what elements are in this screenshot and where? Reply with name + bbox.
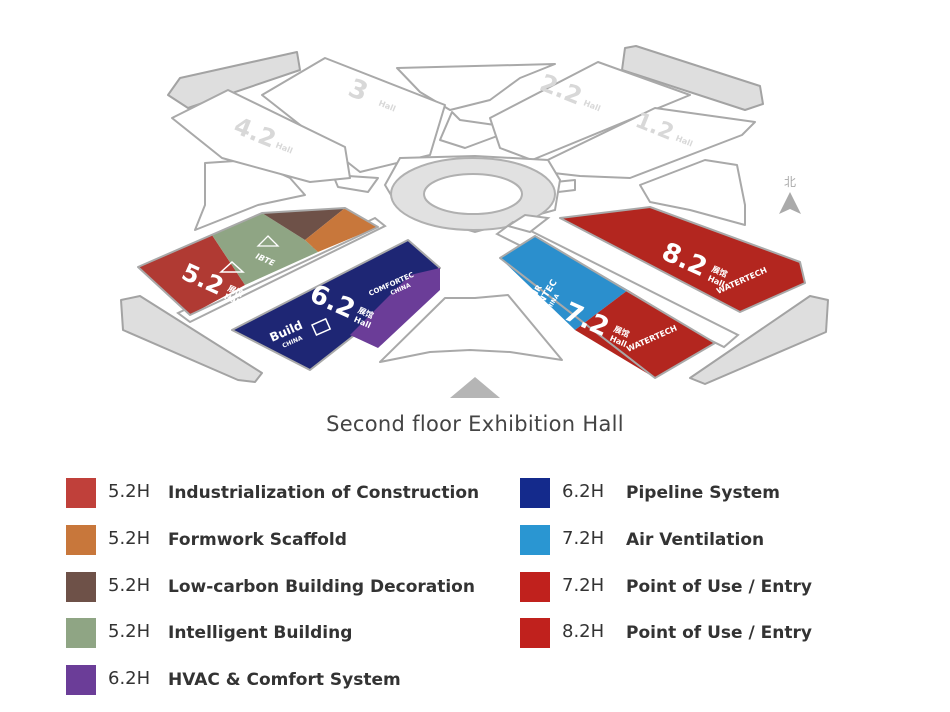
ibte-logo-icon: [219, 260, 245, 273]
hall-2-2-outline: [489, 61, 691, 161]
corridor-top: [396, 63, 556, 111]
exhibition-map: .outline { fill: #ffffff; stroke: #a9a9a…: [120, 45, 829, 398]
wing-top-left: [167, 51, 301, 109]
legend-swatch: [520, 524, 550, 555]
legend-swatch: [66, 571, 96, 602]
legend-hall: 5.2H: [108, 621, 151, 643]
entrance-arrow-icon: [450, 377, 500, 398]
legend-hall: 6.2H: [108, 668, 151, 690]
legend-label: Point of Use / Entry: [626, 576, 812, 597]
wing-bottom-right: [689, 295, 829, 385]
legend-hall: 7.2H: [562, 574, 605, 596]
corridor-right: [639, 159, 746, 226]
legend-hall: 6.2H: [562, 481, 605, 502]
legend-label: Low-carbon Building Decoration: [168, 576, 475, 597]
hall-1-2-outline: [526, 107, 756, 179]
hall-8-2-block: [559, 206, 806, 313]
ibte-small-logo-icon: [256, 235, 280, 247]
legend-swatch: [66, 618, 96, 649]
compass-label: 北: [784, 175, 796, 189]
hall-7-2-block: [499, 235, 716, 379]
legend-swatch: [66, 665, 96, 696]
legend-hall: 7.2H: [562, 527, 605, 549]
legend-label: Point of Use / Entry: [626, 623, 812, 644]
central-roundabout: [383, 154, 562, 234]
map-caption: Second floor Exhibition Hall: [326, 412, 624, 436]
legend-swatch: [66, 478, 96, 508]
corridor-bottom: [379, 294, 563, 363]
hall-6-2-block: [231, 239, 441, 371]
build-logo-icon: [311, 317, 332, 337]
north-arrow-icon: [779, 192, 801, 214]
legend-swatch: [66, 524, 96, 555]
legend-hall: 5.2H: [108, 481, 151, 502]
legend-label: Industrialization of Construction: [168, 483, 480, 503]
legend-label: Intelligent Building: [168, 623, 353, 644]
legend-swatch: [520, 618, 550, 649]
legend-swatch: [520, 478, 550, 508]
legend-label: Air Ventilation: [626, 529, 765, 550]
legend-hall: 8.2H: [562, 621, 605, 643]
hall-4-2-outline: [171, 89, 351, 183]
legend-label: Pipeline System: [626, 483, 781, 503]
wing-bottom-left: [120, 295, 263, 383]
legend-hall: 5.2H: [108, 574, 151, 596]
legend-hall: 5.2H: [108, 527, 151, 549]
legend-label: HVAC & Comfort System: [168, 670, 401, 691]
legend-swatch: [520, 571, 550, 602]
legend-label: Formwork Scaffold: [168, 529, 347, 550]
